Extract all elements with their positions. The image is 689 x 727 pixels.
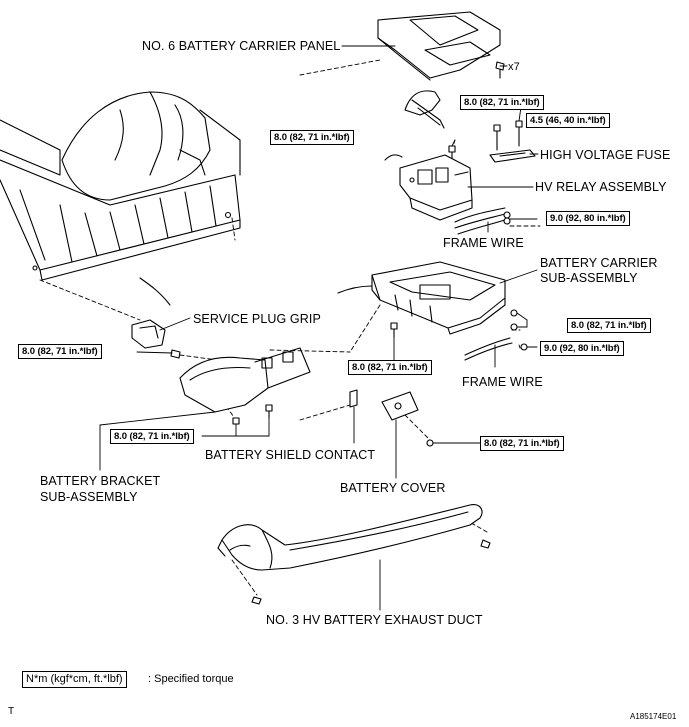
label-battery-carrier-line2: SUB-ASSEMBLY <box>540 271 638 285</box>
label-battery-bracket-line1: BATTERY BRACKET <box>40 474 161 488</box>
torque-label-carrier-lower-bolt: 8.0 (82, 71 in.*lbf) <box>348 360 432 375</box>
label-battery-shield-contact: BATTERY SHIELD CONTACT <box>205 448 376 462</box>
label-frame-wire-lower: FRAME WIRE <box>462 375 543 389</box>
label-frame-wire-upper: FRAME WIRE <box>443 236 524 250</box>
legend-torque-unit-box: N*m (kgf*cm, ft.*lbf) <box>22 671 127 688</box>
torque-label-frame-wire-lower: 9.0 (92, 80 in.*lbf) <box>540 341 624 356</box>
legend-specified-torque-text: : Specified torque <box>148 673 234 685</box>
torque-label-hv-relay-bolt: 8.0 (82, 71 in.*lbf) <box>270 130 354 145</box>
torque-label-carrier-panel-bolt: 8.0 (82, 71 in.*lbf) <box>460 95 544 110</box>
panel-bolt-part <box>495 61 505 79</box>
battery-carrier-sub-assembly-part <box>337 261 518 335</box>
no6-battery-carrier-panel-part <box>377 11 501 81</box>
battery-pack-seat-illustration <box>0 91 241 306</box>
label-service-plug-grip: SERVICE PLUG GRIP <box>193 312 321 326</box>
torque-label-bracket-lower-bolts: 8.0 (82, 71 in.*lbf) <box>110 429 194 444</box>
high-voltage-fuse-part <box>489 149 536 163</box>
label-battery-bracket-line2: SUB-ASSEMBLY <box>40 490 138 504</box>
hv-relay-assembly-part <box>384 154 473 221</box>
label-high-voltage-fuse: HIGH VOLTAGE FUSE <box>540 148 671 162</box>
label-battery-carrier-line1: BATTERY CARRIER <box>540 256 658 270</box>
battery-shield-contact-part <box>349 389 358 408</box>
footer-left-mark: T <box>8 706 15 717</box>
frame-wire-upper-part <box>454 207 511 235</box>
frame-wire-lower-part <box>464 337 528 361</box>
label-bolt-quantity: x7 <box>508 61 520 73</box>
torque-label-battery-cover: 8.0 (82, 71 in.*lbf) <box>480 436 564 451</box>
figure-id: A185174E01 <box>630 712 677 721</box>
label-no6-battery-carrier-panel: NO. 6 BATTERY CARRIER PANEL <box>142 39 341 53</box>
battery-cover-part <box>381 391 419 421</box>
torque-label-high-voltage-fuse: 4.5 (46, 40 in.*lbf) <box>526 113 610 128</box>
no3-hv-battery-exhaust-duct-part <box>217 504 483 571</box>
label-no3-hv-battery-exhaust-duct: NO. 3 HV BATTERY EXHAUST DUCT <box>266 613 483 627</box>
fuse-bolt-parts <box>493 120 523 151</box>
battery-bracket-sub-assembly-part <box>179 347 311 425</box>
label-hv-relay-assembly: HV RELAY ASSEMBLY <box>535 180 667 194</box>
service-plug-grip-part <box>131 319 166 349</box>
label-battery-cover: BATTERY COVER <box>340 481 446 495</box>
torque-label-frame-wire-upper: 9.0 (92, 80 in.*lbf) <box>546 211 630 226</box>
torque-label-carrier-bolts: 8.0 (82, 71 in.*lbf) <box>567 318 651 333</box>
torque-label-bracket-bolt: 8.0 (82, 71 in.*lbf) <box>18 344 102 359</box>
